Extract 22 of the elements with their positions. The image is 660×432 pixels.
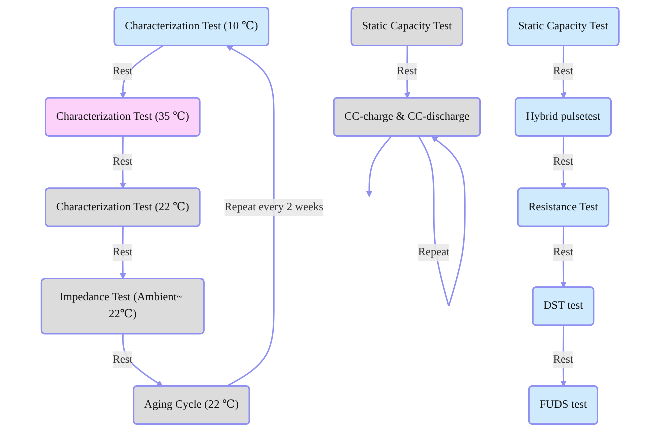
arrow [560,226,566,288]
edge-label: Rest [553,156,574,168]
edge-label: Rest [553,354,574,366]
edge-label: Rest [112,246,133,258]
edge-label: Rest [112,156,133,168]
arrow [122,334,163,387]
edge-label: Rest [112,66,133,78]
arrow [560,136,566,190]
edge-label: Repeat every 2 weeks [224,201,324,214]
edge-label: Rest [396,66,417,78]
arrow [120,226,126,280]
arrow [120,46,164,99]
arrow [560,46,566,99]
arrow [226,46,274,388]
arrow [120,136,126,190]
edge-label: Rest [112,354,133,366]
edge-label: Rest [553,66,574,78]
edge-label: Repeat [418,246,450,258]
arrow [560,326,566,387]
edge-label: Rest [553,246,574,258]
arrow [404,46,410,99]
arrow [366,136,392,198]
